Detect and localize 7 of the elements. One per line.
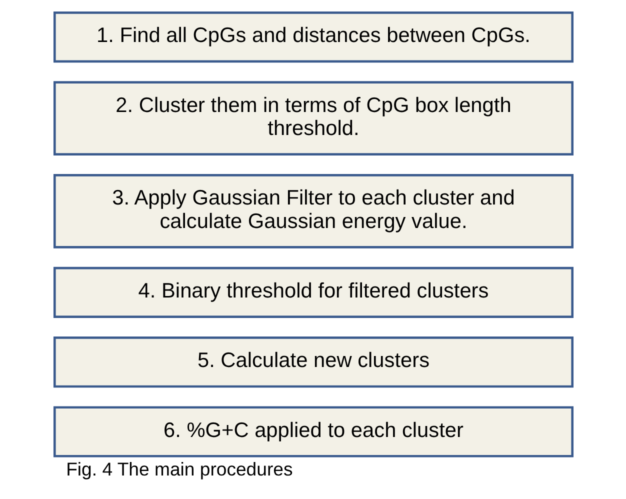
node-box: 5. Calculate new clusters xyxy=(52,336,574,388)
node-box: 2. Cluster them in terms of CpG box length threshold. xyxy=(52,81,574,156)
caption: Fig. 4 The main procedures xyxy=(66,458,292,480)
node-box: 3. Apply Gaussian Filter to each cluster and calculate Gaussian energy value. xyxy=(52,174,574,248)
node-box: 6. %G+C applied to each cluster xyxy=(52,406,574,458)
node-box: 4. Binary threshold for filtered clusters xyxy=(52,266,574,318)
node-box: 1. Find all CpGs and distances between CpGs. xyxy=(52,12,574,63)
